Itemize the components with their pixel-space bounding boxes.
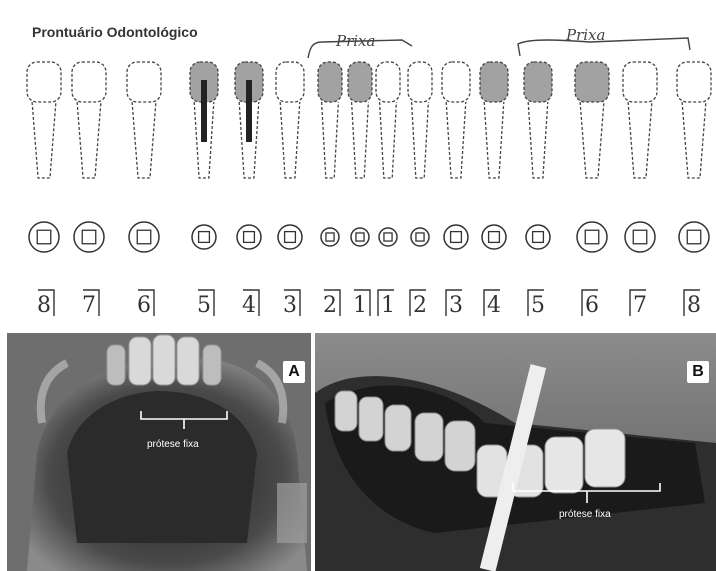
tooth-outline (575, 62, 609, 178)
tooth-number: 6 (137, 293, 151, 318)
tooth-outline (408, 62, 432, 178)
tooth-number: 5 (531, 293, 545, 318)
tooth-number: 4 (242, 293, 256, 318)
tooth-number: 1 (381, 293, 395, 318)
tooth-outline (276, 62, 304, 178)
tooth-outline (623, 62, 657, 178)
occlusal-symbol (577, 222, 607, 252)
tooth-number: 7 (82, 293, 96, 318)
occlusal-symbol (321, 228, 339, 246)
tooth-number: 8 (37, 293, 51, 318)
occlusal-symbol (679, 222, 709, 252)
occlusal-symbol (278, 225, 302, 249)
tooth-outline (127, 62, 161, 178)
occlusal-symbol (237, 225, 261, 249)
photo-b: B prótese fixa (315, 333, 716, 571)
tooth-number: 7 (633, 293, 647, 318)
occlusal-symbol (379, 228, 397, 246)
tooth-number: 3 (449, 293, 463, 318)
tooth-outline (376, 62, 400, 178)
tooth-outline (318, 62, 342, 178)
annotation-right: Prixa (566, 26, 605, 44)
mandible-side-photo (315, 333, 716, 571)
panel-label-b: B (687, 361, 709, 383)
occlusal-symbol (625, 222, 655, 252)
occlusal-symbol (482, 225, 506, 249)
tooth-outline (677, 62, 711, 178)
tooth-outline (524, 62, 552, 178)
occlusal-symbol (526, 225, 550, 249)
tooth-number: 8 (687, 293, 701, 318)
caption-b: prótese fixa (559, 509, 611, 520)
occlusal-symbol (74, 222, 104, 252)
tooth-outline (348, 62, 372, 178)
tooth-number: 5 (197, 293, 211, 318)
occlusal-symbol (192, 225, 216, 249)
annotation-left: Prixa (336, 32, 375, 50)
panel-label-a: A (283, 361, 305, 383)
tooth-number: 4 (487, 293, 501, 318)
tooth-outline (190, 62, 218, 178)
tooth-number: 3 (283, 293, 297, 318)
tooth-outline (72, 62, 106, 178)
tooth-number: 6 (585, 293, 599, 318)
tooth-outline (235, 62, 263, 178)
occlusal-symbol (411, 228, 429, 246)
chart-title: Prontuário Odontológico (32, 24, 198, 40)
occlusal-symbol (444, 225, 468, 249)
occlusal-symbol (29, 222, 59, 252)
mandible-front-photo (7, 333, 311, 571)
occlusal-symbol (351, 228, 369, 246)
photo-a: A prótese fixa (7, 333, 311, 571)
tooth-number: 1 (353, 293, 367, 318)
tooth-number: 2 (413, 293, 427, 318)
occlusal-symbol (129, 222, 159, 252)
tooth-outline (27, 62, 61, 178)
caption-a: prótese fixa (147, 439, 199, 450)
tooth-number: 2 (323, 293, 337, 318)
tooth-outline (442, 62, 470, 178)
tooth-outline (480, 62, 508, 178)
